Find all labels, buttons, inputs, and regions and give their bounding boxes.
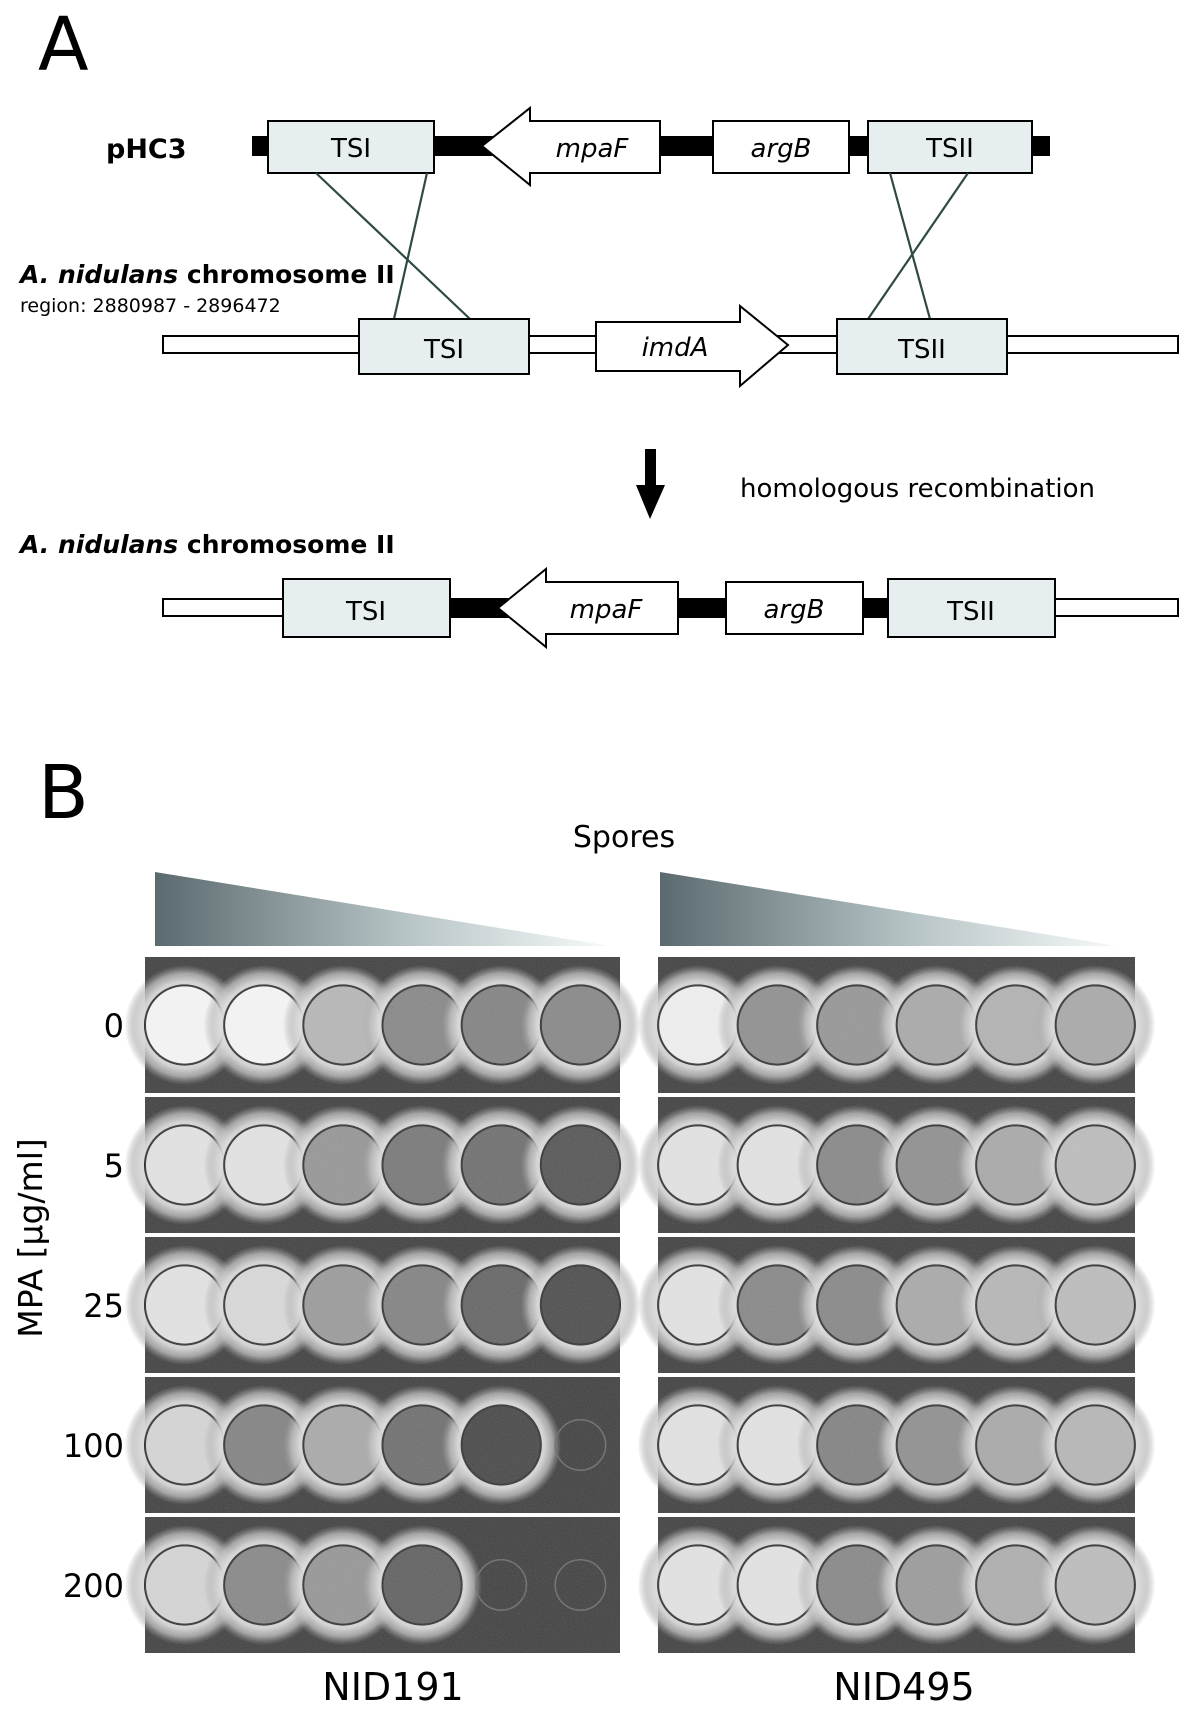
- plate-nid191-row-25: [124, 1237, 641, 1373]
- svg-text:TSI: TSI: [330, 134, 371, 164]
- chromosome-imda-arrow: imdA: [595, 303, 790, 389]
- svg-text:mpaF: mpaF: [556, 134, 630, 164]
- plate-nid191-row-200: [124, 1517, 620, 1653]
- plate-nid495-row-200: [637, 1517, 1156, 1653]
- svg-text:mpaF: mpaF: [570, 595, 644, 625]
- plate-nid495-row-0: [637, 957, 1156, 1093]
- recombination-arrow: [636, 449, 665, 519]
- plasmid-mpaf-arrow: mpaF: [480, 105, 661, 188]
- spore-gradient-wedge-nid191: [155, 872, 610, 946]
- concentration-label: 25: [83, 1287, 124, 1325]
- chromosome-before-label: A. nidulans chromosome II: [18, 260, 395, 289]
- chromosome-after-argb-box: argB: [725, 581, 864, 635]
- chromosome-before: TSI imdA TSII: [162, 303, 1179, 389]
- plasmid-tsii-box: TSII: [867, 120, 1033, 174]
- chromosome-after-tsii-box: TSII: [887, 578, 1056, 638]
- plasmid-construct: TSI mpaF argB TSII: [252, 105, 1050, 188]
- chromosome-after-tsi-box: TSI: [282, 578, 451, 638]
- crossover-lines: [315, 172, 969, 320]
- chromosome-after-mpaf-arrow: mpaF: [496, 566, 679, 650]
- spore-gradient-wedge-nid495: [660, 872, 1118, 946]
- svg-text:TSII: TSII: [925, 134, 974, 164]
- svg-text:argB: argB: [764, 595, 825, 625]
- plasmid-label: pHC3: [106, 134, 187, 165]
- recombination-label: homologous recombination: [740, 474, 1095, 504]
- plasmid-argb-box: argB: [712, 120, 850, 174]
- panel-a-letter: A: [38, 2, 89, 88]
- concentration-label: 5: [104, 1147, 124, 1185]
- plate-nid191-row-100: [124, 1377, 620, 1513]
- plate-nid191-row-0: [124, 957, 641, 1093]
- strain-label-nid495: NID495: [833, 1665, 974, 1709]
- plate-nid495-row-25: [637, 1237, 1156, 1373]
- chromosome-after: TSI mpaF argB TSII: [162, 566, 1179, 650]
- concentration-label: 100: [63, 1427, 124, 1465]
- spores-label: Spores: [573, 820, 675, 855]
- plate-nid495-row-5: [637, 1097, 1156, 1233]
- plasmid-tsi-box: TSI: [267, 120, 435, 174]
- svg-text:TSII: TSII: [946, 597, 995, 627]
- svg-text:imdA: imdA: [642, 333, 709, 363]
- chromosome-tsi-box: TSI: [358, 318, 530, 375]
- plate-images: [124, 957, 1156, 1653]
- concentration-labels: 0 5 25 100 200: [63, 1007, 124, 1605]
- chromosome-after-label: A. nidulans chromosome II: [18, 530, 395, 559]
- svg-text:argB: argB: [751, 134, 812, 164]
- y-axis-label: MPA [µg/ml]: [11, 1138, 50, 1337]
- svg-text:TSI: TSI: [423, 335, 464, 365]
- concentration-label: 0: [104, 1007, 124, 1045]
- panel-b-letter: B: [38, 750, 89, 836]
- chromosome-region-label: region: 2880987 - 2896472: [20, 295, 281, 317]
- concentration-label: 200: [63, 1567, 124, 1605]
- strain-label-nid191: NID191: [322, 1665, 463, 1709]
- chromosome-tsii-box: TSII: [836, 318, 1008, 375]
- svg-text:TSI: TSI: [345, 597, 386, 627]
- svg-text:TSII: TSII: [897, 335, 946, 365]
- plate-nid495-row-100: [637, 1377, 1156, 1513]
- plate-nid191-row-5: [124, 1097, 641, 1233]
